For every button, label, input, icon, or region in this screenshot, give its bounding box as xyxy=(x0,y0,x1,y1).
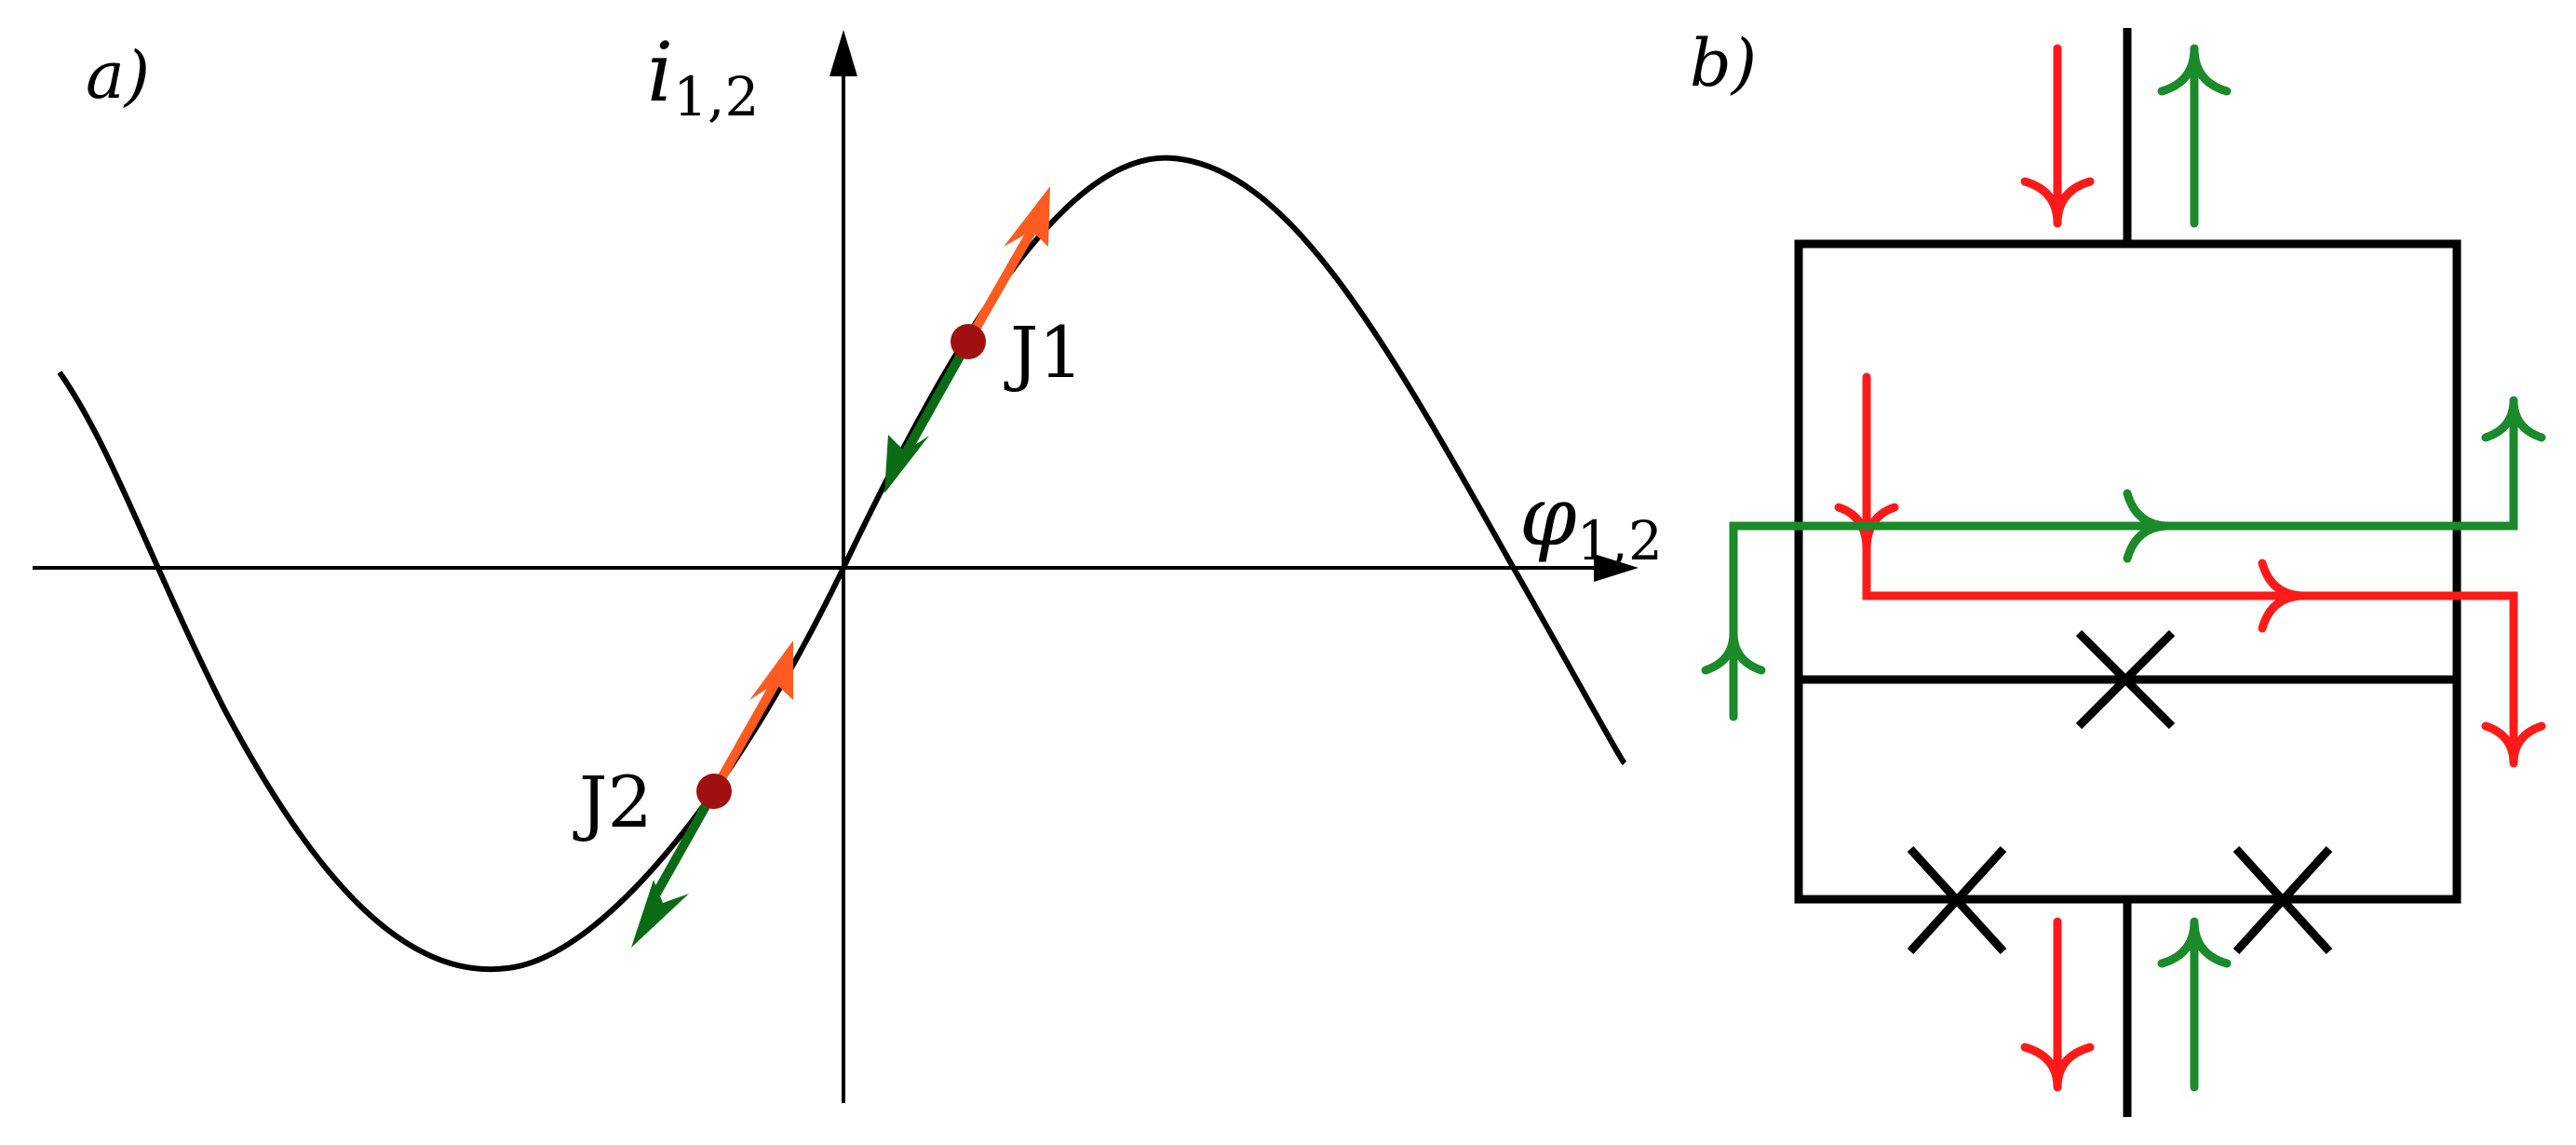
j2-point xyxy=(696,774,732,809)
arrow-up-icon xyxy=(2481,399,2546,442)
sine-curve xyxy=(57,155,1627,973)
arrow-down-icon xyxy=(2020,177,2095,224)
josephson-junction-icon xyxy=(2075,629,2176,730)
j2-arrows xyxy=(631,640,793,948)
x-axis-label-main: φ xyxy=(1519,468,1577,564)
arrow-down-icon xyxy=(631,880,689,948)
j1-orange-shaft xyxy=(964,225,1038,344)
y-axis-arrowhead xyxy=(829,30,857,76)
top-green-current xyxy=(2157,44,2232,228)
y-axis-label-subscript: 1,2 xyxy=(673,65,759,128)
internal-green-current xyxy=(1701,396,2546,721)
x-axis-label: φ1,2 xyxy=(1519,468,1663,572)
top-red-current xyxy=(2020,44,2095,228)
y-axis-label-main: i xyxy=(647,24,673,120)
j2-orange-shaft xyxy=(709,677,782,794)
j1-green-shaft xyxy=(897,339,973,464)
arrow-up-icon xyxy=(2157,921,2232,968)
arrow-down-icon xyxy=(1834,503,1899,550)
panel-b: b) xyxy=(1690,25,2546,1117)
arrow-right-icon xyxy=(2258,559,2305,633)
panel-a-label: a) xyxy=(86,37,150,114)
arrow-up-icon xyxy=(1004,186,1050,247)
circuit xyxy=(1794,28,2461,1117)
y-axis-label: i1,2 xyxy=(647,24,759,128)
outer-box xyxy=(1794,239,2461,904)
j2-green-shaft xyxy=(652,788,719,896)
j1-arrows xyxy=(884,186,1050,493)
arrow-down-icon xyxy=(884,435,929,493)
arrow-up-icon xyxy=(2157,47,2232,96)
panel-a: a) i1,2 φ1,2 J1 J2 xyxy=(33,24,1663,1103)
arrow-down-icon xyxy=(2020,1043,2095,1088)
j1-point xyxy=(951,324,986,359)
bottom-green-current xyxy=(2157,917,2232,1092)
arrow-down-icon xyxy=(2481,721,2546,764)
x-axis-arrowhead xyxy=(1594,554,1639,582)
x-axis-label-subscript: 1,2 xyxy=(1577,509,1663,572)
josephson-junction-icon xyxy=(1907,845,2007,955)
josephson-junction-icon xyxy=(2232,845,2333,955)
panel-b-label: b) xyxy=(1690,25,1757,101)
arrow-right-icon xyxy=(2123,489,2170,563)
j1-label: J1 xyxy=(1004,311,1084,394)
j2-label: J2 xyxy=(573,761,653,843)
arrow-up-icon xyxy=(749,640,793,700)
internal-red-current xyxy=(1834,372,2546,768)
bottom-red-current xyxy=(2020,917,2095,1092)
arrow-up-icon xyxy=(1701,632,1766,675)
